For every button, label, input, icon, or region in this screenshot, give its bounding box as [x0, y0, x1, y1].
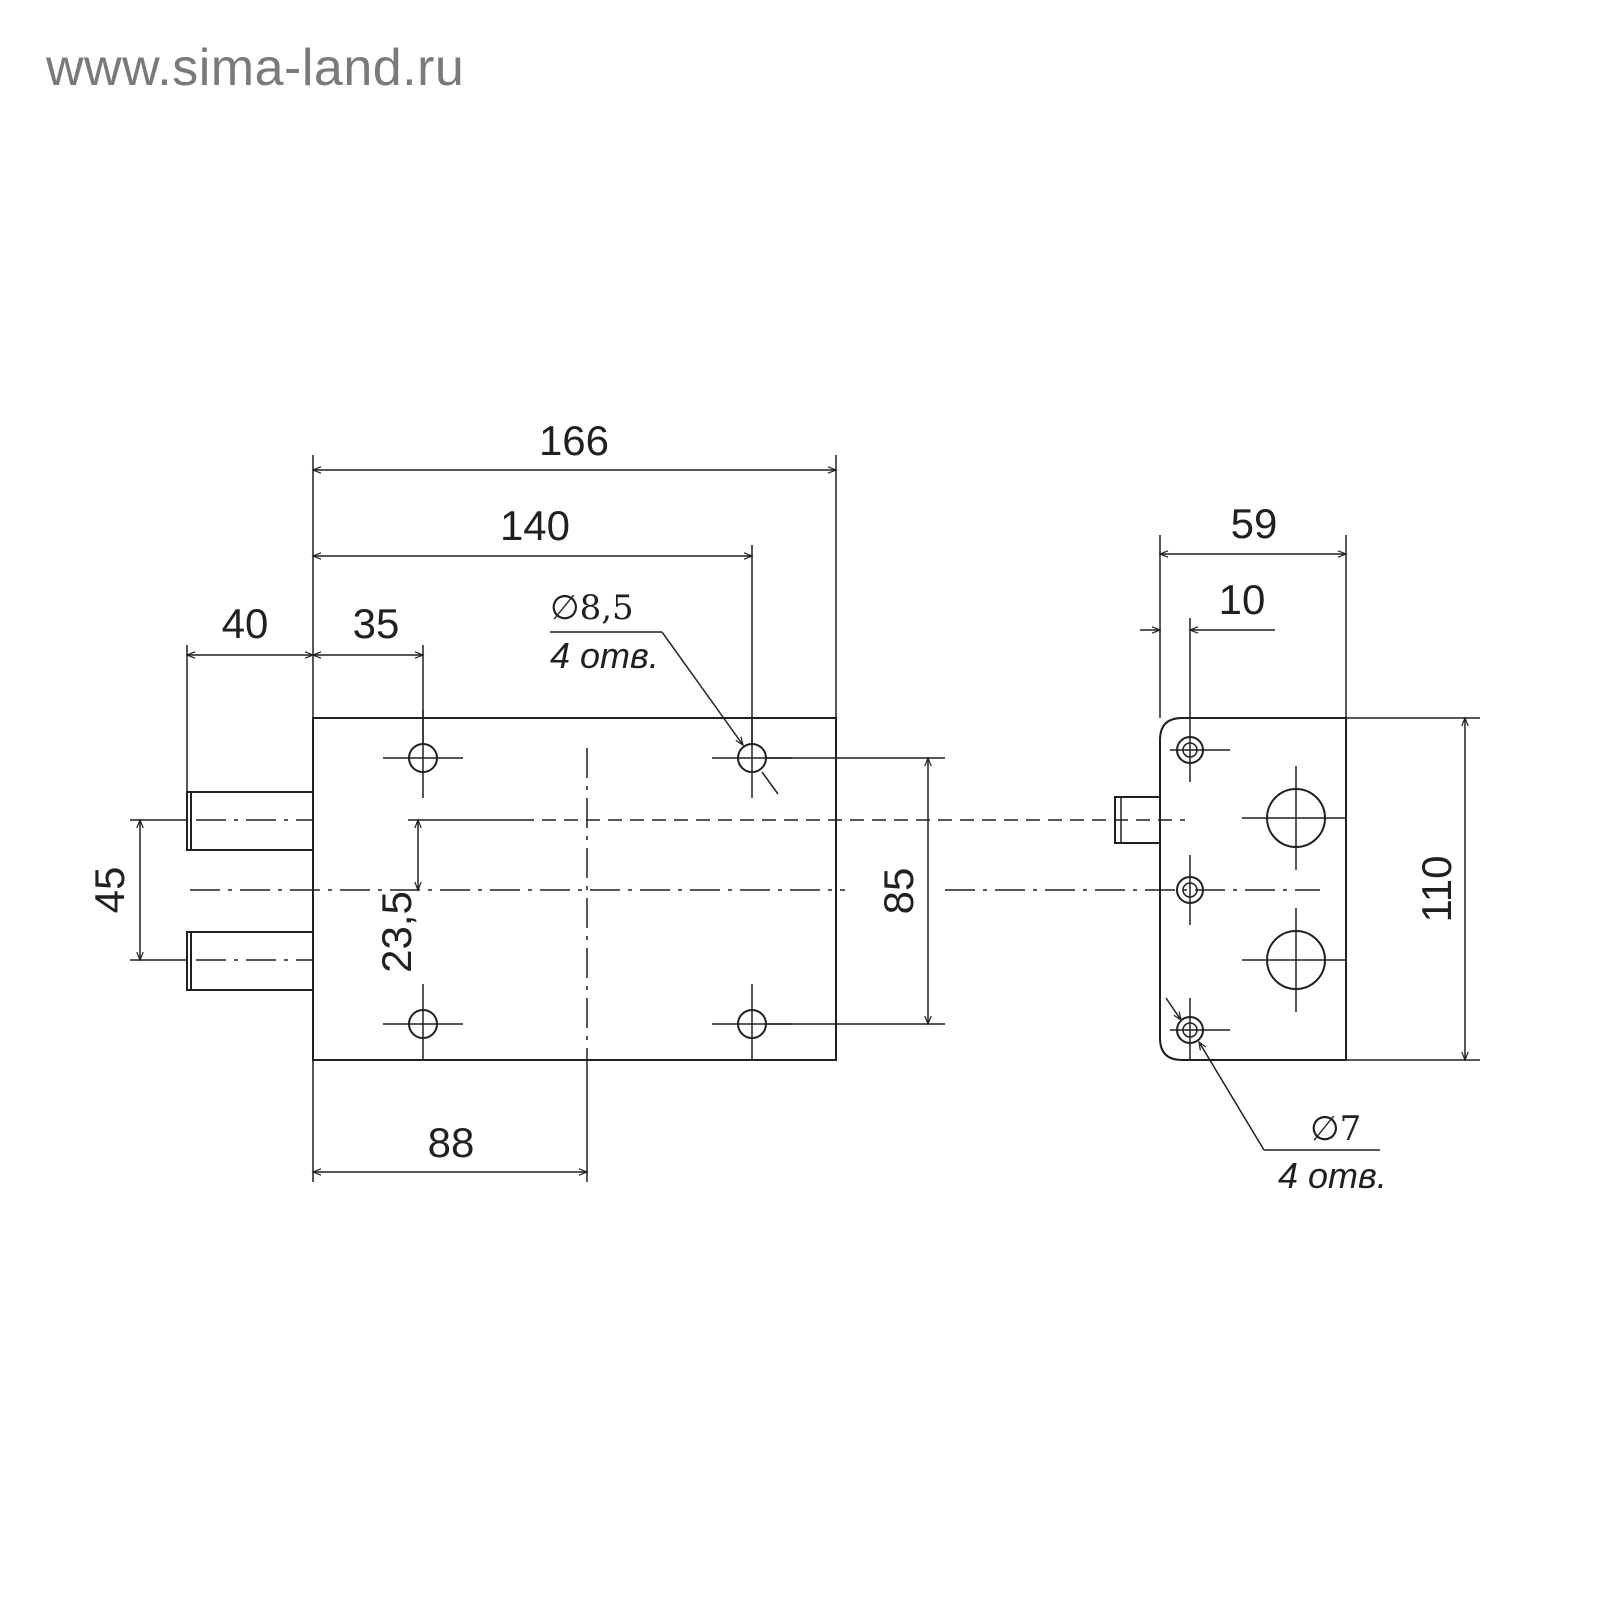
dim-depth: 59 — [1231, 500, 1278, 547]
lower-bolt — [186, 931, 314, 991]
side-view: 59 10 110 ∅7 4 отв. — [1114, 500, 1480, 1196]
dim-overall-width: 166 — [539, 417, 609, 464]
mounting-hole-bottom-right — [712, 984, 792, 1060]
side-hole-top — [1170, 730, 1230, 782]
dim-height: 110 — [1413, 856, 1460, 923]
mounting-hole-bottom-left — [383, 984, 463, 1060]
dim-edge-offset: 10 — [1219, 576, 1266, 623]
front-hole-count-label: 4 отв. — [550, 635, 659, 676]
side-body-outline — [1159, 717, 1347, 1061]
side-hole-count-label: 4 отв. — [1278, 1155, 1387, 1196]
lock-body-outline — [312, 717, 837, 1061]
side-hole-bottom — [1170, 998, 1230, 1060]
dim-hole-offset: 35 — [353, 600, 400, 647]
dim-bolt-spacing: 45 — [86, 867, 133, 914]
dim-hole-vertical-span: 85 — [875, 868, 922, 915]
front-view: 166 140 40 35 45 23,5 85 88 ∅8,5 4 отв. — [86, 417, 1320, 1182]
cylinder-stub — [1114, 796, 1161, 844]
side-boss-lower — [1242, 908, 1346, 1012]
dim-bolt-offset: 23,5 — [373, 891, 420, 973]
watermark: www.sima-land.ru — [46, 39, 465, 97]
front-hole-diameter-label: ∅8,5 — [550, 588, 634, 628]
dim-bolt-length: 40 — [222, 600, 269, 647]
side-hole-middle — [1176, 855, 1204, 925]
dim-center-offset: 88 — [428, 1119, 475, 1166]
side-hole-diameter-label: ∅7 — [1310, 1109, 1361, 1149]
dim-hole-span: 140 — [500, 502, 570, 549]
upper-bolt — [186, 791, 314, 851]
side-boss-upper — [1242, 766, 1346, 870]
